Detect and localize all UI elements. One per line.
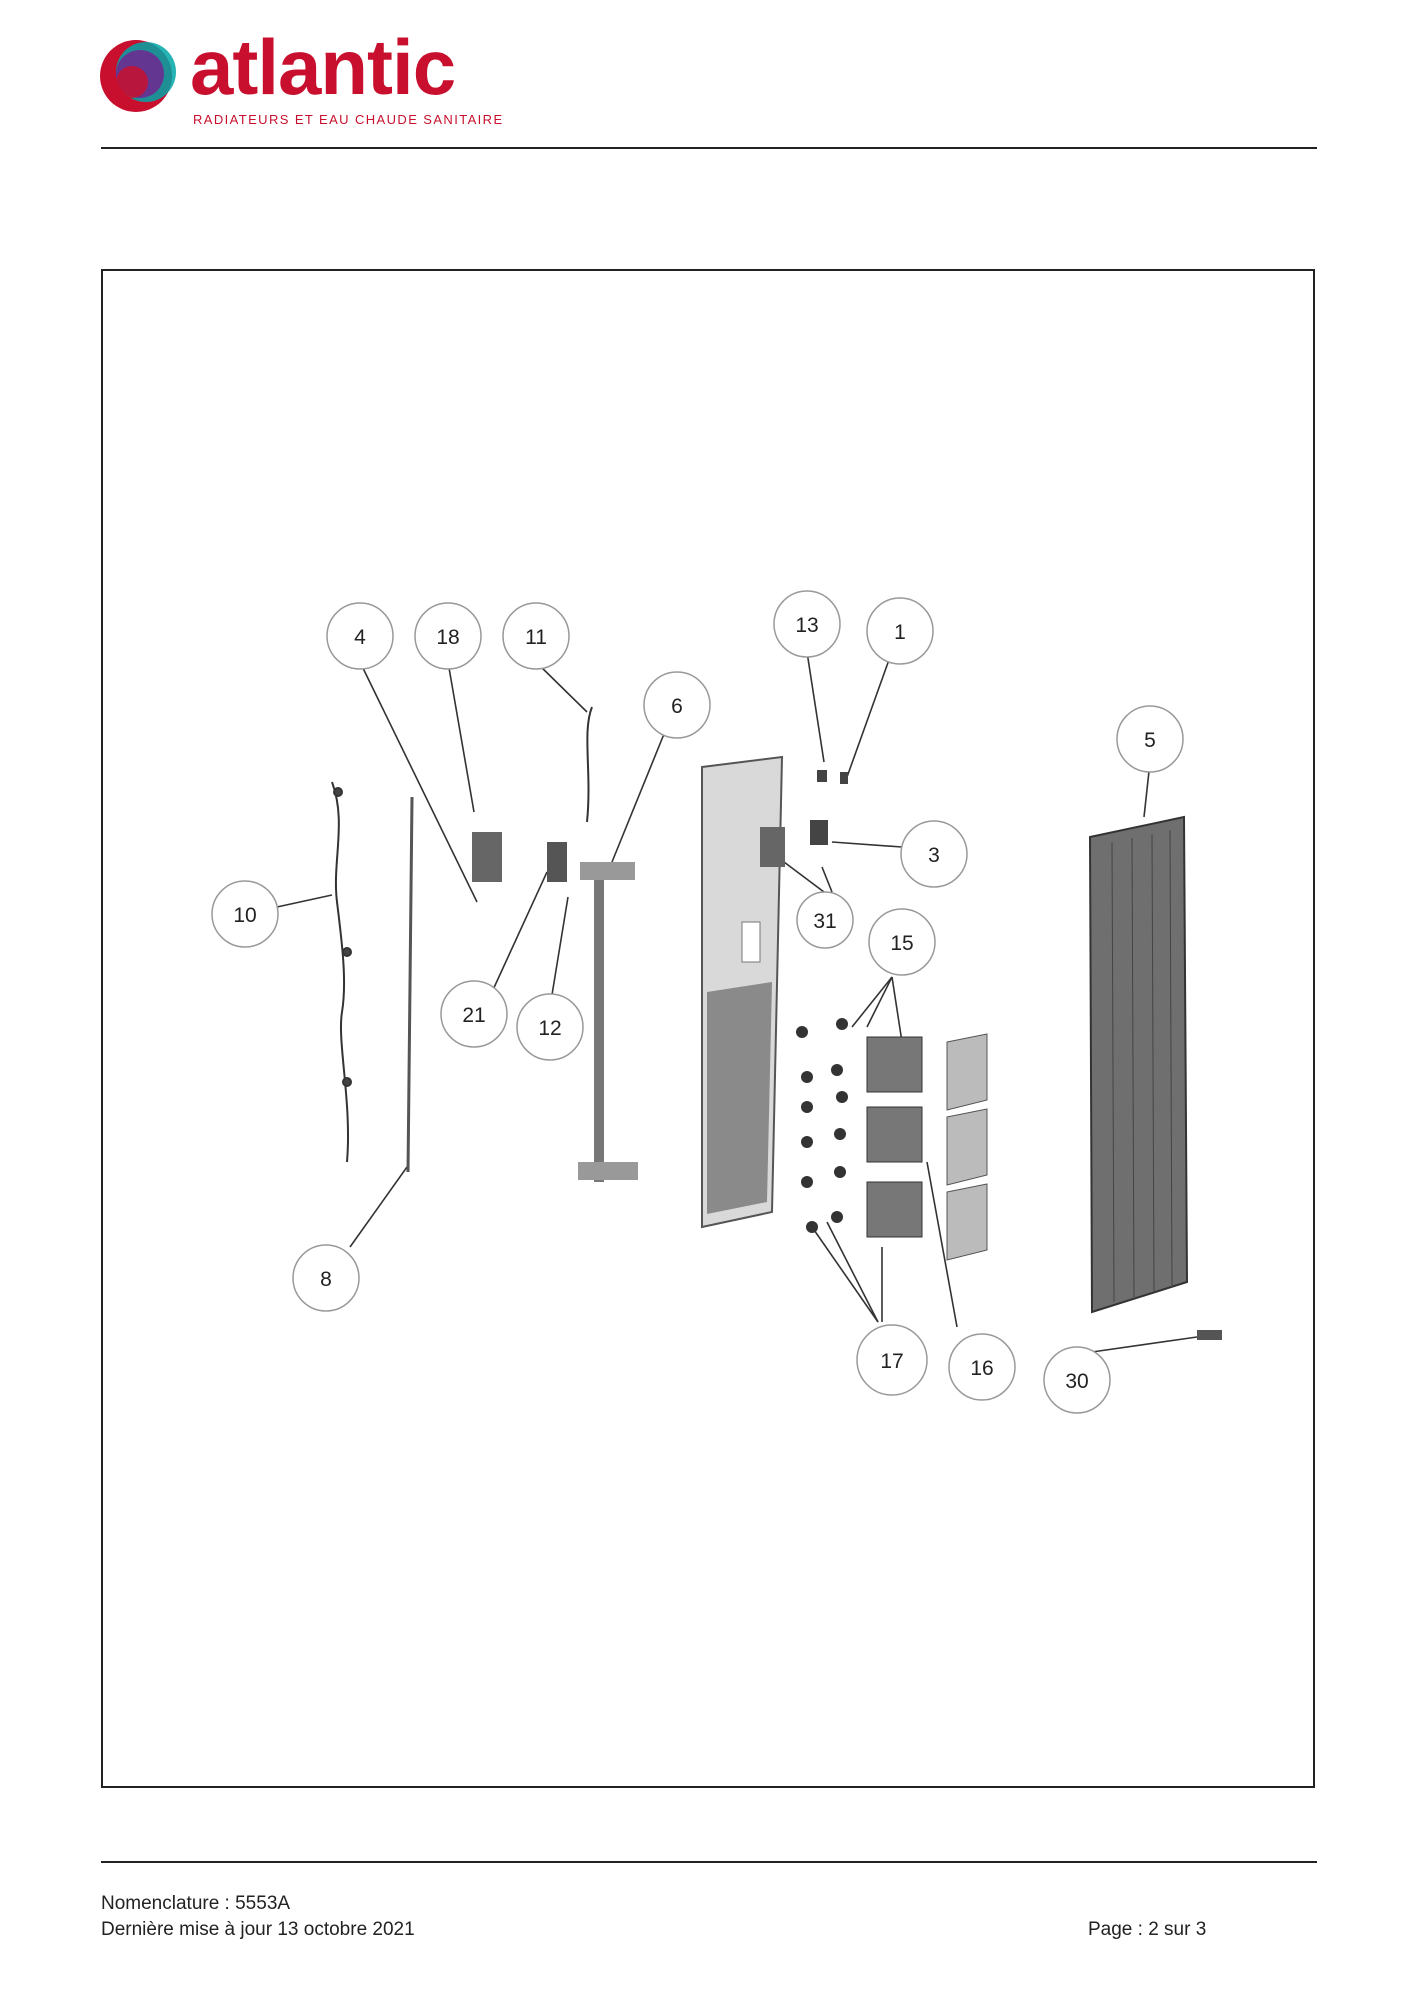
- exploded-view-frame: 4 18 11 6 13 1 5 3 31 10 15 21 12 8 17 1…: [101, 269, 1315, 1788]
- heating-elements: [866, 1033, 988, 1261]
- part-11-cable: [586, 706, 593, 823]
- callout-16: 16: [948, 1333, 1016, 1401]
- part-17-screws: [796, 1018, 848, 1233]
- callout-17-label: 17: [880, 1350, 903, 1373]
- callout-5-label: 5: [1144, 729, 1156, 752]
- part-3-switch: [810, 820, 828, 845]
- callout-15-label: 15: [890, 932, 913, 955]
- callout-21-label: 21: [462, 1004, 485, 1027]
- callout-13-label: 13: [795, 614, 818, 637]
- back-casing: [701, 755, 785, 1229]
- callout-3: 3: [900, 820, 968, 888]
- callout-31-label: 31: [813, 910, 836, 933]
- header-rule: [101, 147, 1317, 149]
- footer-rule: [101, 1861, 1317, 1863]
- callouts: 4 18 11 6 13 1 5 3 31 10 15 21 12 8 17 1…: [211, 590, 1184, 1414]
- callout-31: 31: [796, 891, 854, 949]
- callout-8: 8: [292, 1244, 360, 1312]
- callout-17: 17: [856, 1324, 928, 1396]
- callout-1-label: 1: [894, 621, 906, 644]
- callout-21: 21: [440, 980, 508, 1048]
- brand-tagline: RADIATEURS ET EAU CHAUDE SANITAIRE: [193, 112, 504, 127]
- callout-15: 15: [868, 908, 936, 976]
- callout-12: 12: [516, 993, 584, 1061]
- part-8-rail: [406, 796, 414, 1173]
- footer-updated: Dernière mise à jour 13 octobre 2021: [101, 1919, 415, 1940]
- callout-11-label: 11: [525, 626, 547, 649]
- callout-13: 13: [773, 590, 841, 658]
- footer-page-number: Page : 2 sur 3: [1088, 1919, 1207, 1940]
- part-18-module: [472, 832, 502, 882]
- part-5-front-panel: [1088, 815, 1189, 1314]
- callout-6-label: 6: [671, 695, 683, 718]
- callout-10-label: 10: [233, 904, 256, 927]
- part-30-label: [1197, 1330, 1222, 1340]
- callout-8-label: 8: [320, 1268, 332, 1291]
- callout-6: 6: [643, 671, 711, 739]
- callout-11: 11: [502, 602, 570, 670]
- exploded-view-diagram: 4 18 11 6 13 1 5 3 31 10 15 21 12 8 17 1…: [211, 590, 1222, 1414]
- part-13-clip: [817, 770, 827, 782]
- callout-18-label: 18: [436, 626, 459, 649]
- callout-4-label: 4: [354, 626, 366, 649]
- callout-12-label: 12: [538, 1017, 561, 1040]
- callout-1: 1: [866, 597, 934, 665]
- part-6-bracket: [578, 862, 638, 1182]
- callout-5: 5: [1116, 705, 1184, 773]
- logo-mark-icon: [100, 40, 176, 112]
- atlantic-logo: atlantic RADIATEURS ET EAU CHAUDE SANITA…: [98, 23, 518, 130]
- footer-nomenclature: Nomenclature : 5553A: [101, 1893, 291, 1914]
- callout-4: 4: [326, 602, 394, 670]
- part-10-harness: [331, 781, 352, 1163]
- callout-3-label: 3: [928, 844, 940, 867]
- brand-name: atlantic: [190, 23, 456, 111]
- callout-16-label: 16: [970, 1357, 993, 1380]
- callout-18: 18: [414, 602, 482, 670]
- part-21-module: [547, 842, 567, 882]
- callout-30-label: 30: [1065, 1370, 1088, 1393]
- callout-10: 10: [211, 880, 279, 948]
- part-1-clip: [840, 772, 848, 784]
- callout-30: 30: [1043, 1346, 1111, 1414]
